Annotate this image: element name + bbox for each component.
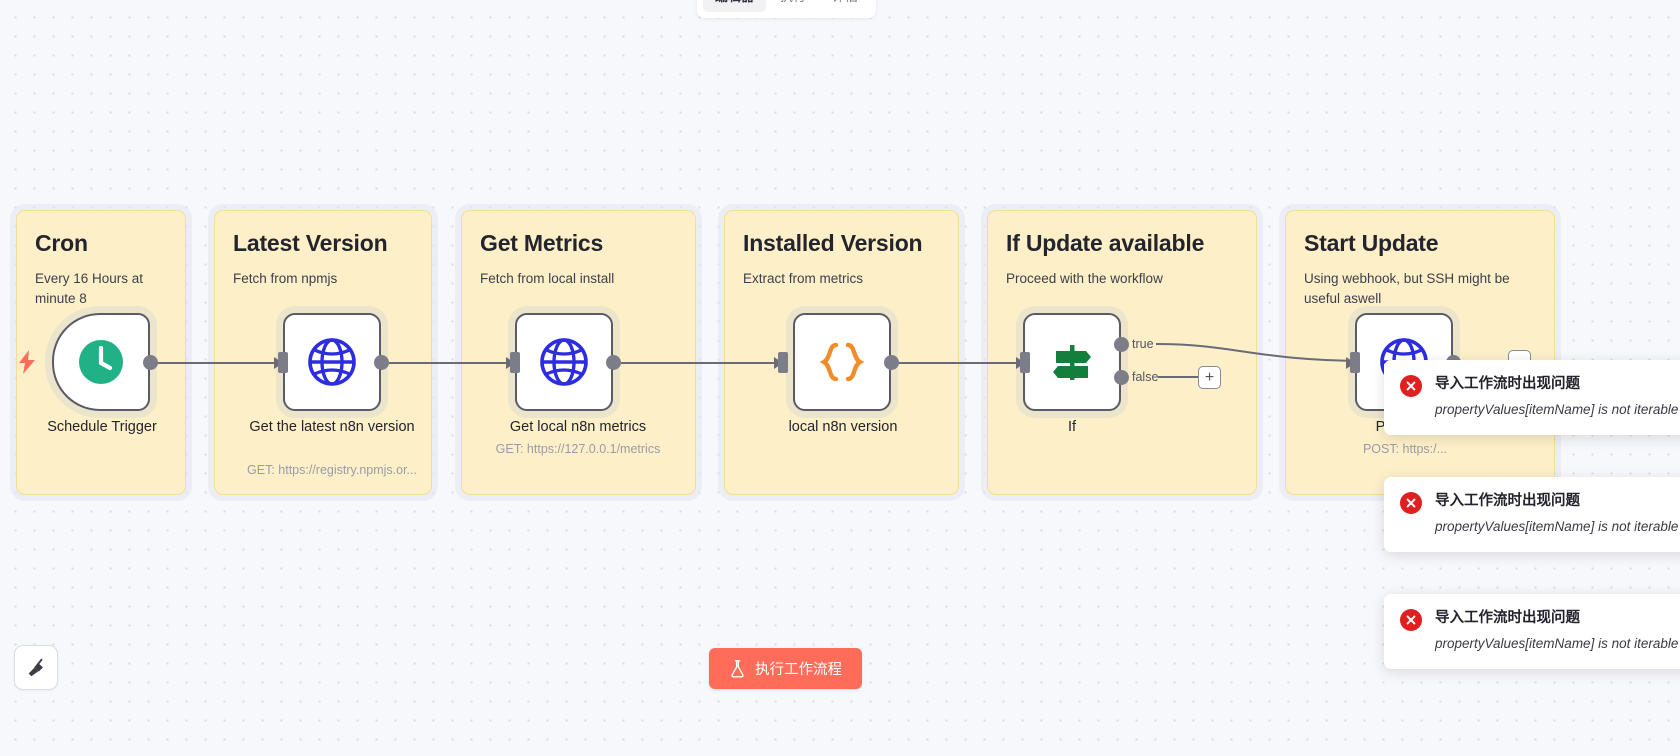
node-input-port[interactable] — [278, 352, 288, 373]
node-input-port[interactable] — [1350, 352, 1360, 373]
code-braces-icon — [819, 342, 865, 382]
globe-icon — [540, 338, 588, 386]
error-circle-icon — [1400, 375, 1422, 397]
toast-message: propertyValues[itemName] is not iterable — [1435, 636, 1679, 651]
toast-notification[interactable]: 导入工作流时出现问题 propertyValues[itemName] is n… — [1384, 360, 1680, 435]
port-label-true: true — [1132, 337, 1154, 351]
node-label-local-n8n-version: local n8n version — [788, 419, 898, 435]
port-label-false: false — [1132, 370, 1159, 384]
node-sublabel-get-latest-n8n-version: GET: https://registry.npmjs.or... — [247, 463, 417, 477]
globe-icon — [308, 338, 356, 386]
sticky-title: Get Metrics — [480, 230, 604, 256]
node-output-port[interactable] — [606, 355, 621, 370]
connection-wire — [618, 362, 778, 364]
connection-wire-false — [1158, 376, 1200, 378]
execute-workflow-button[interactable]: 执行工作流程 — [709, 648, 862, 689]
error-circle-icon — [1400, 609, 1422, 631]
connection-wire — [898, 362, 1020, 364]
toast-title: 导入工作流时出现问题 — [1435, 610, 1580, 626]
toast-message: propertyValues[itemName] is not iterable — [1435, 519, 1679, 534]
broom-icon — [28, 658, 43, 676]
sticky-title: Cron — [35, 230, 88, 256]
sticky-subtitle: Fetch from local install — [480, 271, 615, 286]
node-input-port[interactable] — [778, 352, 788, 373]
toast-body: 导入工作流时出现问题 propertyValues[itemName] is n… — [1435, 374, 1678, 420]
node-get-latest-n8n-version[interactable] — [283, 313, 381, 411]
node-label-if: If — [1067, 419, 1077, 435]
node-output-port[interactable] — [143, 355, 158, 370]
tab-evaluations[interactable]: 评估 — [820, 0, 870, 12]
sticky-title: Installed Version — [743, 230, 923, 256]
toast-title: 导入工作流时出现问题 — [1435, 376, 1580, 392]
workflow-tabbar: 编辑器 执行 评估 — [697, 0, 877, 18]
sticky-title: Start Update — [1304, 230, 1439, 256]
node-output-port-true[interactable] — [1114, 337, 1129, 352]
toast-title: 导入工作流时出现问题 — [1435, 493, 1580, 509]
error-circle-icon — [1400, 492, 1422, 514]
toast-body: 导入工作流时出现问题 propertyValues[itemName] is n… — [1435, 608, 1678, 654]
sticky-title: Latest Version — [233, 230, 388, 256]
sticky-subtitle: Proceed with the workflow — [1006, 271, 1163, 286]
toast-notification[interactable]: 导入工作流时出现问题 propertyValues[itemName] is n… — [1384, 477, 1680, 552]
node-sublabel-portainer: POST: https:/... — [1362, 442, 1448, 456]
tab-editor[interactable]: 编辑器 — [703, 0, 767, 12]
sticky-subtitle: Fetch from npmjs — [233, 271, 338, 286]
connection-wire — [386, 362, 511, 364]
node-label-get-local-n8n-metrics: Get local n8n metrics — [509, 419, 647, 435]
sticky-note-cron[interactable]: Cron Every 16 Hours at minute 8 — [16, 210, 186, 495]
execute-workflow-label: 执行工作流程 — [755, 662, 842, 678]
tab-executions[interactable]: 执行 — [768, 0, 818, 12]
toast-body: 导入工作流时出现问题 propertyValues[itemName] is n… — [1435, 491, 1678, 537]
node-local-n8n-version[interactable] — [793, 313, 891, 411]
node-schedule-trigger[interactable] — [52, 313, 150, 411]
node-if[interactable] — [1023, 313, 1121, 411]
node-get-local-n8n-metrics[interactable] — [515, 313, 613, 411]
connection-wire — [156, 362, 278, 364]
node-output-port[interactable] — [884, 355, 899, 370]
node-output-port-false[interactable] — [1114, 370, 1129, 385]
sticky-subtitle: Extract from metrics — [743, 271, 864, 286]
toast-notification[interactable]: 导入工作流时出现问题 propertyValues[itemName] is n… — [1384, 594, 1680, 669]
add-node-button[interactable]: + — [1198, 366, 1221, 389]
node-label-get-latest-n8n-version: Get the latest n8n version — [249, 419, 415, 435]
node-label-schedule-trigger: Schedule Trigger — [47, 419, 157, 435]
sticky-title: If Update available — [1006, 230, 1205, 256]
connection-wire-true — [1155, 343, 1363, 362]
signpost-icon — [1053, 345, 1091, 380]
flask-icon — [731, 659, 744, 678]
sticky-subtitle: Every 16 Hours at minute 8 — [35, 271, 144, 306]
node-input-port[interactable] — [510, 352, 520, 373]
tidy-up-button[interactable] — [14, 645, 58, 690]
clock-icon — [79, 340, 123, 384]
sticky-subtitle: Using webhook, but SSH might be useful a… — [1304, 271, 1510, 306]
node-output-port[interactable] — [374, 355, 389, 370]
toast-message: propertyValues[itemName] is not iterable — [1435, 402, 1679, 417]
lightning-bolt-icon — [18, 350, 36, 374]
node-input-port[interactable] — [1020, 352, 1030, 373]
node-sublabel-get-local-n8n-metrics: GET: https://127.0.0.1/metrics — [495, 442, 661, 456]
